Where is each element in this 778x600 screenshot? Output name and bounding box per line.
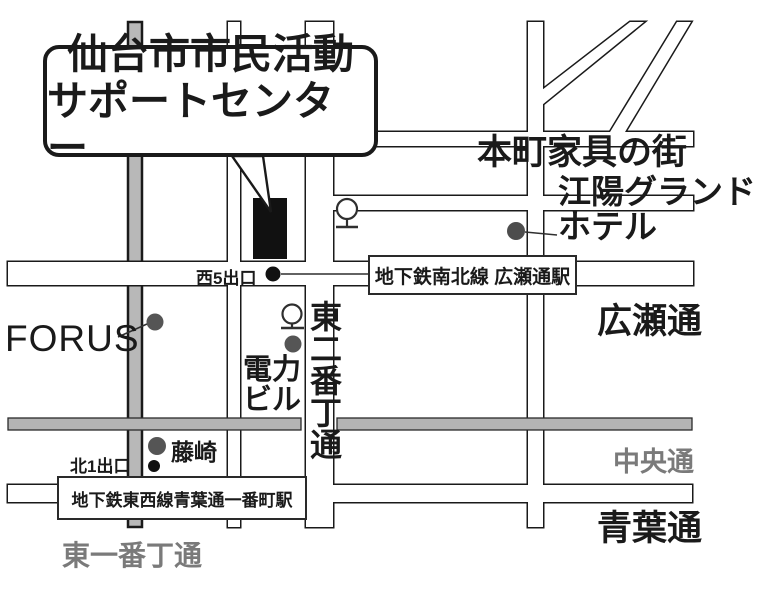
koyo-grand-hotel-label: 江陽グランド ホテル [558, 174, 756, 244]
fujisaki-label: 藤崎 [171, 439, 217, 465]
hirosedori-station-box: 地下鉄南北線 広瀬通駅 [368, 255, 577, 295]
chuo-street-right [336, 417, 693, 431]
connector-lines [117, 231, 558, 338]
higashi-nibancho-dori-label: 東二番丁通 [306, 300, 342, 460]
hirose-dori-label: 広瀬通 [597, 302, 703, 341]
chuo-dori-label: 中央通 [613, 447, 694, 477]
denryoku-dot [284, 335, 302, 353]
aoba-dori-label: 青葉通 [597, 509, 703, 548]
denryoku-line2: ビル [243, 384, 302, 416]
signal-symbols [281, 197, 359, 330]
aobadori-ichibancho-station-box: 地下鉄東西線青葉通一番町駅 [57, 476, 307, 520]
hirosedori-station-label: 地下鉄南北線 広瀬通駅 [374, 266, 571, 288]
kita1-exit-label: 北1出口 [70, 457, 131, 476]
aobadori-station-label: 地下鉄東西線青葉通一番町駅 [71, 490, 293, 510]
fujisaki-dot [148, 437, 166, 455]
koyo-hotel-line1: 江陽グランド [558, 173, 756, 210]
forus-label: FORUS [5, 318, 140, 359]
chuo-street-left [7, 417, 302, 431]
denryoku-line1: 電力 [243, 354, 302, 386]
callout-title-line1: 仙台市市民活動 [67, 30, 354, 77]
support-center-callout: 仙台市市民活動 サポートセンター [43, 31, 378, 171]
koyo-hotel-dot [507, 222, 525, 240]
denryoku-building-label: 電力 ビル [243, 355, 301, 415]
signal-lamp-icon-denryoku [281, 303, 303, 325]
signal-lamp-icon-top [335, 197, 359, 221]
nishi5-exit-dot [265, 266, 281, 282]
higashi-ichibancho-dori-label: 東一番丁通 [62, 540, 203, 571]
nishi5-exit-label: 西5出口 [196, 269, 257, 288]
callout-title-line2: サポートセンター [47, 77, 334, 171]
forus-dot [146, 313, 164, 331]
koyo-connector-line [524, 231, 558, 236]
honmachi-furniture-label: 本町家具の街 [477, 133, 688, 172]
kita1-exit-dot [148, 460, 160, 472]
koyo-hotel-line2: ホテル [558, 208, 657, 245]
forus-connector-line [117, 323, 148, 338]
